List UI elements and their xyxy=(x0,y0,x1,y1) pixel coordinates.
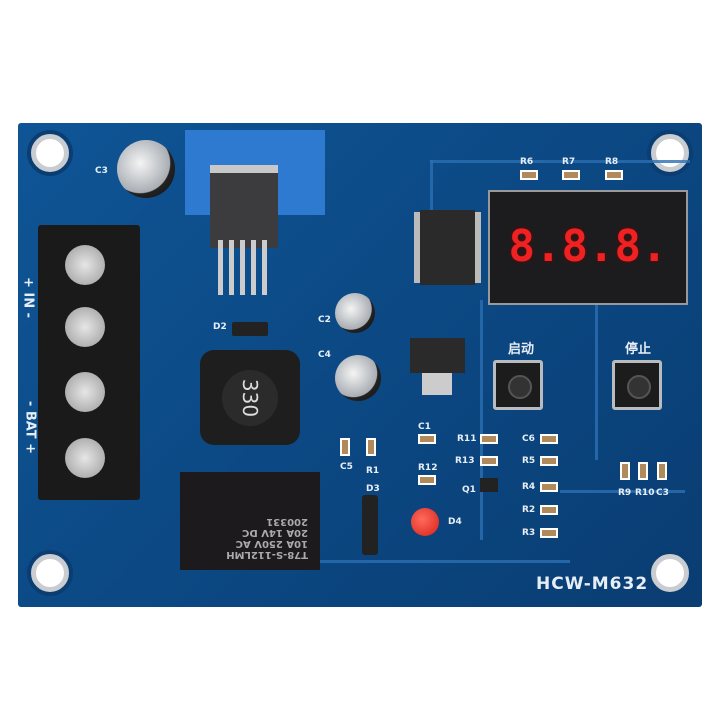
smd-r6 xyxy=(520,170,538,180)
mounting-hole xyxy=(651,134,689,172)
regulator-chip xyxy=(210,165,278,248)
smd-r8 xyxy=(605,170,623,180)
trace xyxy=(430,160,433,220)
smd-c3b xyxy=(657,462,667,480)
board-model-label: HCW-M632 xyxy=(536,574,649,594)
label-c2: C2 xyxy=(318,315,331,325)
trace xyxy=(560,490,685,493)
in-label: + IN - xyxy=(20,276,36,319)
start-button[interactable] xyxy=(493,360,543,410)
smd-r13 xyxy=(480,456,498,466)
bat-label: - BAT + xyxy=(22,400,38,455)
smd-r9 xyxy=(620,462,630,480)
smd-r11 xyxy=(480,434,498,444)
label-d3: D3 xyxy=(366,484,380,494)
regulator-tab xyxy=(422,373,452,395)
terminal-screw[interactable] xyxy=(65,245,105,285)
capacitor-c2 xyxy=(335,293,375,333)
stop-button[interactable] xyxy=(612,360,662,410)
display-digits: 8.8.8. xyxy=(508,221,668,272)
label-r2: R2 xyxy=(522,505,536,515)
label-d4: D4 xyxy=(448,517,462,527)
voltage-regulator xyxy=(410,338,465,373)
smd-c6 xyxy=(540,434,558,444)
mounting-hole xyxy=(31,554,69,592)
trace xyxy=(300,560,570,563)
capacitor-c4 xyxy=(335,355,381,401)
trace xyxy=(595,300,598,460)
label-r7: R7 xyxy=(562,157,576,167)
label-r9: R9 xyxy=(618,488,632,498)
start-label: 启动 xyxy=(508,342,535,357)
label-r10: R10 xyxy=(635,488,655,498)
terminal-screw[interactable] xyxy=(65,438,105,478)
label-c1: C1 xyxy=(418,422,431,432)
label-r5: R5 xyxy=(522,456,536,466)
relay-text: 10A 250V AC xyxy=(235,538,308,549)
mounting-hole xyxy=(31,134,69,172)
smd-r1 xyxy=(366,438,376,456)
terminal-screw[interactable] xyxy=(65,307,105,347)
ic-chip xyxy=(420,210,475,285)
label-r8: R8 xyxy=(605,157,619,167)
label-q1: Q1 xyxy=(462,485,476,495)
capacitor-c3 xyxy=(117,140,175,198)
smd-r2 xyxy=(540,505,558,515)
diode-d2 xyxy=(232,322,268,336)
terminal-screw[interactable] xyxy=(65,372,105,412)
regulator-pins xyxy=(218,240,270,295)
smd-c1 xyxy=(418,434,436,444)
label-d2: D2 xyxy=(213,322,227,332)
led-d4 xyxy=(411,508,439,536)
diode-d3 xyxy=(362,495,378,555)
label-c4: C4 xyxy=(318,350,331,360)
label-c3: C3 xyxy=(95,166,108,176)
label-r4: R4 xyxy=(522,482,536,492)
smd-r7 xyxy=(562,170,580,180)
label-r6: R6 xyxy=(520,157,534,167)
label-r3: R3 xyxy=(522,528,536,538)
smd-r10 xyxy=(638,462,648,480)
label-c5: C5 xyxy=(340,462,353,472)
inductor-marking: 330 xyxy=(222,370,278,426)
trace xyxy=(480,300,483,540)
smd-r4 xyxy=(540,482,558,492)
smd-c5 xyxy=(340,438,350,456)
seven-segment-display: 8.8.8. xyxy=(488,190,688,305)
label-r11: R11 xyxy=(457,434,477,444)
mounting-hole xyxy=(651,554,689,592)
smd-r3 xyxy=(540,528,558,538)
smd-r5 xyxy=(540,456,558,466)
label-r12: R12 xyxy=(418,463,438,473)
label-r13: R13 xyxy=(455,456,475,466)
relay-text: 200331 xyxy=(266,516,308,527)
trace xyxy=(430,160,690,163)
relay: T78-S-112LMH 10A 250V AC 20A 14V DC 2003… xyxy=(180,472,320,570)
transistor-q1 xyxy=(480,478,498,492)
stop-label: 停止 xyxy=(625,342,652,357)
relay-text: T78-S-112LMH xyxy=(226,549,308,560)
smd-r12 xyxy=(418,475,436,485)
label-c3b: C3 xyxy=(656,488,669,498)
label-c6: C6 xyxy=(522,434,535,444)
relay-text: 20A 14V DC xyxy=(242,527,308,538)
label-r1: R1 xyxy=(366,466,380,476)
